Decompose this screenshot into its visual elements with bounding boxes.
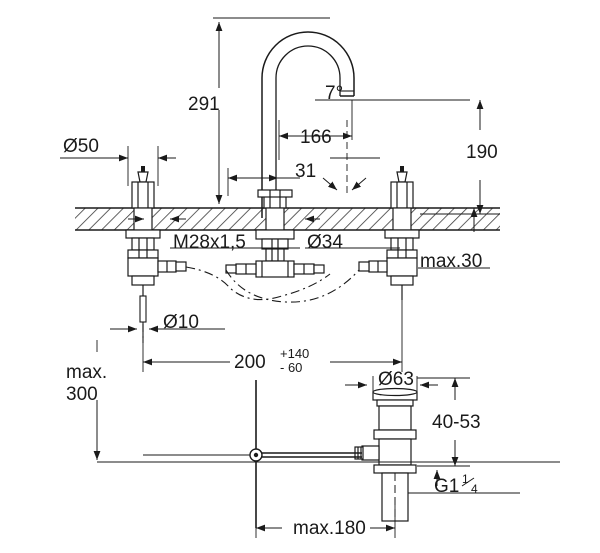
label-waste-thread-prefix: G1 [434, 476, 459, 497]
flexible-hoses [185, 266, 360, 303]
fraction-slash [461, 477, 475, 487]
label-counter-thickness: max.30 [420, 251, 482, 272]
label-thread-spec: M28x1,5 [173, 232, 246, 253]
dim-waste-range [417, 377, 470, 467]
label-waste-thread-denominator: 4 [471, 482, 478, 496]
label-spread-tol-plus: +140 [280, 346, 309, 361]
label-waste-offset: max.180 [293, 518, 366, 539]
dim-waste-offset [255, 500, 396, 538]
dim-waste-thread [408, 470, 520, 494]
dim-spout-base-offset [227, 168, 300, 196]
dim-spout-height [213, 17, 330, 209]
dim-spout-reach [278, 100, 353, 160]
waste-drain-assembly [354, 387, 418, 522]
label-handle-height: 190 [466, 142, 498, 163]
label-spread: 200 [234, 352, 266, 373]
label-spout-reach: 166 [300, 127, 332, 148]
label-spread-tol-minus: - 60 [280, 360, 302, 375]
label-handle-diameter: Ø50 [63, 136, 99, 157]
drain-pivot-linkage [143, 380, 362, 528]
label-rod-max-drop-value: 300 [66, 384, 98, 405]
label-waste-thread-numerator: 1 [462, 472, 469, 486]
label-rod-max-drop-prefix: max. [66, 362, 107, 383]
dim-spout-angle [315, 99, 470, 196]
label-center-escutcheon: Ø34 [307, 232, 343, 253]
label-spout-base-offset: 31 [295, 161, 316, 182]
dim-thread-spec [128, 215, 300, 249]
spout-assembly [225, 31, 355, 278]
dim-spread [142, 300, 403, 372]
left-handle-assembly [125, 166, 187, 300]
label-spout-angle: 7° [325, 83, 343, 104]
dim-rod-max-drop [93, 340, 560, 463]
popup-lift-rod [139, 295, 147, 343]
dim-handle-diameter [60, 146, 176, 186]
right-handle-assembly [358, 166, 420, 300]
label-spout-height: 291 [188, 94, 220, 115]
dim-handle-height [420, 100, 500, 215]
dim-waste-flange [345, 376, 438, 394]
label-waste-range: 40-53 [432, 412, 481, 433]
label-waste-flange: Ø63 [378, 369, 414, 390]
dim-counter-thickness [418, 208, 490, 269]
dim-center-escutcheon [305, 215, 400, 249]
label-rod-diameter: Ø10 [163, 312, 199, 333]
